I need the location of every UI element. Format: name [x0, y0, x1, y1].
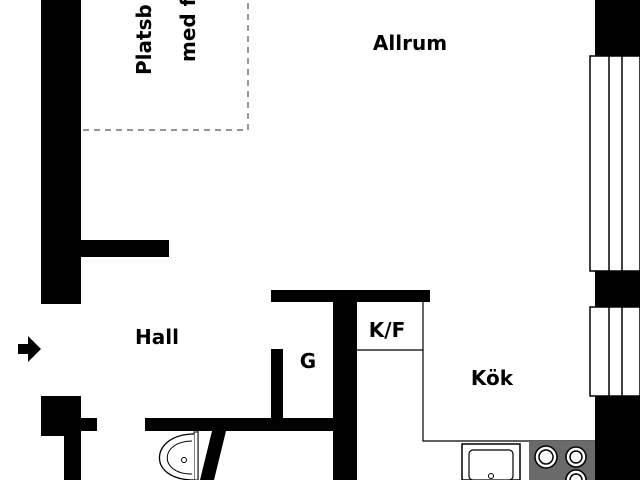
- wall-kf-column: [333, 302, 357, 480]
- stove-icon: [529, 441, 595, 480]
- wall-g-left: [271, 349, 283, 419]
- room-label-allrum: Allrum: [373, 31, 447, 55]
- wall-hall-kitchen-top: [271, 290, 430, 302]
- bed-note-line-1: Platsb: [132, 4, 156, 75]
- wall-bath-door-leaf: [200, 431, 226, 480]
- wall-right-top: [595, 0, 640, 56]
- wall-hall-bottom-stub: [81, 418, 97, 431]
- entrance-arrow-icon: [18, 336, 41, 362]
- wall-left-bottom: [64, 430, 81, 480]
- wall-bath-top: [145, 418, 345, 431]
- kitchen-counter-outline: [422, 350, 595, 442]
- wall-left-upper: [41, 0, 81, 304]
- window-right-lower: [589, 306, 640, 397]
- sink-icon: [461, 443, 521, 480]
- wall-right-mid: [595, 271, 640, 307]
- room-label-g: G: [300, 349, 316, 373]
- room-label-hall: Hall: [135, 325, 179, 349]
- bed-area-outline: [83, 0, 249, 131]
- window-right-upper: [589, 55, 640, 272]
- room-label-kf: K/F: [369, 318, 405, 342]
- bed-note-line-2: med f: [176, 0, 200, 62]
- wall-left-lower: [41, 396, 81, 436]
- wall-right-bottom: [595, 396, 640, 480]
- bathroom-basin-icon: [158, 431, 199, 480]
- wall-allrum-stub: [81, 240, 169, 257]
- room-label-kok: Kök: [471, 366, 514, 390]
